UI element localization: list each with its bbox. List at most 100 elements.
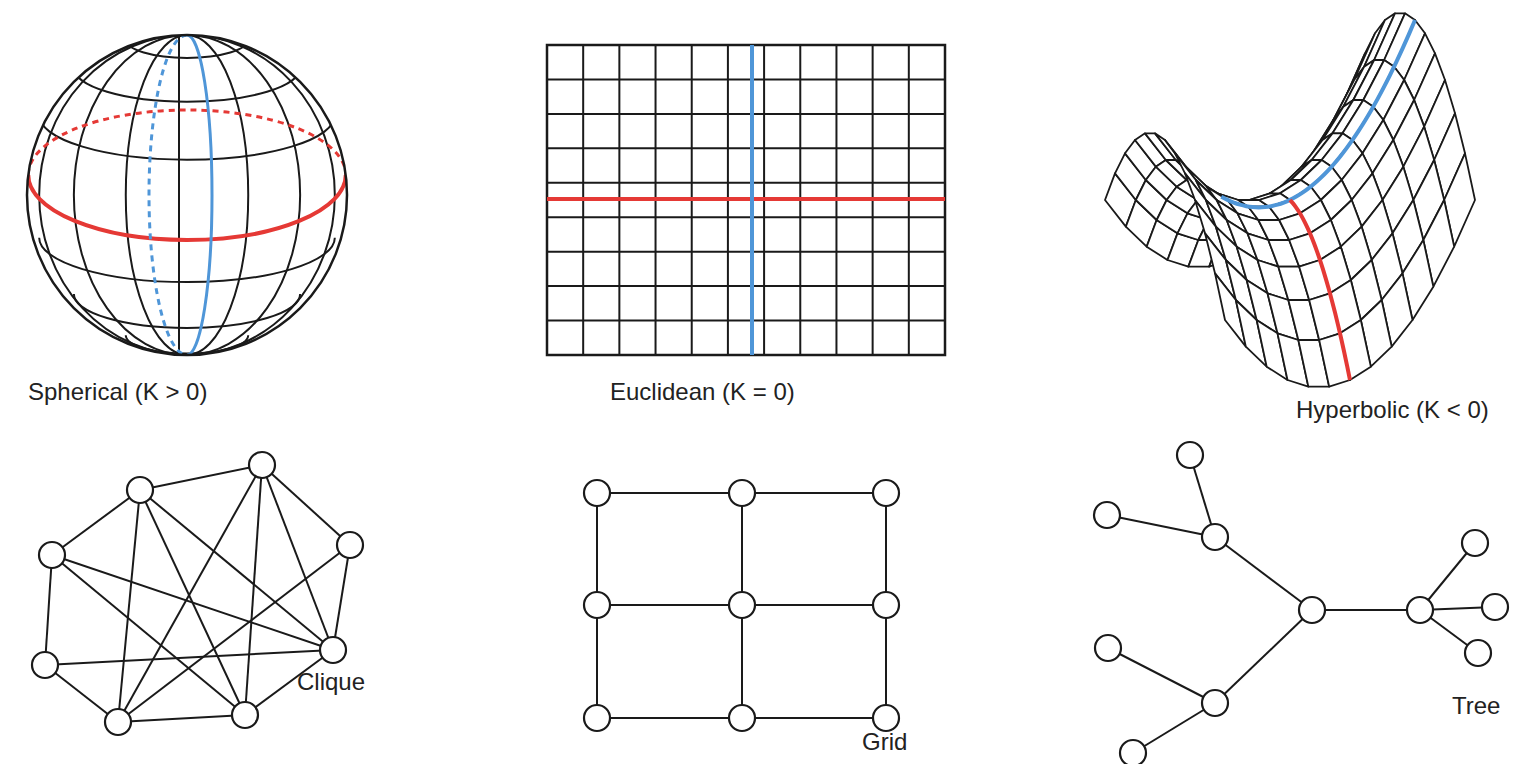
graph-edge — [1107, 515, 1215, 537]
grid-line — [547, 285, 945, 287]
graph-vertex — [873, 592, 899, 618]
graph-edge — [262, 465, 350, 545]
graph-edge — [1215, 610, 1312, 703]
equator-front — [28, 175, 345, 240]
graph-vertex — [873, 705, 899, 731]
graph-vertex — [32, 652, 58, 678]
graph-edge — [1215, 537, 1312, 610]
sphere-mesh — [28, 35, 345, 355]
geodesic-line — [1221, 20, 1415, 207]
graph-edge — [333, 545, 350, 650]
graph-edge — [118, 465, 262, 722]
latitude-line — [39, 115, 335, 159]
graph-vertex — [1202, 690, 1228, 716]
graph-vertex — [1465, 640, 1491, 666]
graph-edge — [45, 555, 52, 665]
graph-vertex — [729, 592, 755, 618]
graph-edge — [742, 492, 886, 494]
figure-caption: Grid — [862, 728, 907, 757]
meridian-line — [178, 35, 180, 355]
figure-caption: Euclidean (K = 0) — [610, 378, 795, 407]
grid-line — [547, 113, 945, 115]
figure-caption: Clique — [297, 668, 365, 697]
saddle-figure — [1105, 13, 1475, 386]
meridian-line — [74, 35, 300, 355]
graph-edge — [262, 465, 333, 650]
grid-graph — [584, 480, 899, 731]
latitude-line — [74, 68, 300, 102]
graph-vertex — [320, 637, 346, 663]
graph-vertex — [39, 542, 65, 568]
graph-vertex — [1177, 442, 1203, 468]
graph-edge — [885, 493, 887, 605]
grid-line — [547, 78, 945, 80]
graph-vertex — [584, 592, 610, 618]
graph-vertex — [1202, 524, 1228, 550]
graph-edge — [52, 490, 140, 555]
graph-vertex — [1120, 740, 1146, 764]
graph-vertex — [1462, 530, 1488, 556]
figure-caption: Tree — [1452, 692, 1500, 721]
graph-edge — [597, 717, 742, 719]
graph-edge — [741, 605, 743, 718]
graph-edge — [596, 493, 598, 605]
graph-vertex — [337, 532, 363, 558]
graph-edge — [1312, 609, 1420, 611]
graph-vertex — [232, 702, 258, 728]
meridian-line — [126, 35, 248, 355]
geodesic-front — [187, 35, 212, 355]
graph-vertex — [249, 452, 275, 478]
euclidean-figure — [547, 45, 945, 355]
meridian-line — [39, 35, 335, 355]
graph-edge — [52, 555, 245, 715]
graph-edge — [140, 465, 262, 490]
geodesic-back — [149, 35, 187, 355]
grid-line — [547, 182, 945, 184]
graph-edge — [741, 493, 743, 605]
graph-edge — [742, 604, 886, 606]
graph-edge — [1108, 648, 1215, 703]
graph-edge — [140, 490, 333, 650]
grid-line — [547, 251, 945, 253]
tree-graph — [1094, 442, 1508, 764]
graph-edge — [885, 605, 887, 718]
graph-edge — [742, 717, 886, 719]
graph-vertex — [584, 705, 610, 731]
figure-caption: Spherical (K > 0) — [28, 378, 207, 407]
equator-back — [28, 110, 345, 175]
graph-edge — [1133, 703, 1215, 753]
grid-outline — [547, 45, 945, 355]
figure-caption: Hyperbolic (K < 0) — [1296, 396, 1489, 425]
graph-vertex — [584, 480, 610, 506]
latitude-line — [126, 335, 248, 353]
latitude-line — [126, 40, 248, 58]
graph-edge — [596, 605, 598, 718]
graph-edge — [118, 545, 350, 722]
graph-edge — [118, 715, 245, 722]
latitude-line — [39, 238, 335, 282]
graph-edge — [245, 465, 262, 715]
graph-edge — [45, 650, 333, 665]
graph-vertex — [1094, 502, 1120, 528]
graph-vertex — [729, 480, 755, 506]
graph-vertex — [127, 477, 153, 503]
grid-line — [547, 320, 945, 322]
graph-vertex — [1482, 594, 1508, 620]
sphere-figure — [27, 35, 347, 355]
geodesic-line — [1290, 200, 1350, 380]
graph-vertex — [1299, 597, 1325, 623]
sphere-outline — [27, 35, 347, 355]
geodesic-line — [547, 197, 945, 201]
graph-vertex — [729, 705, 755, 731]
graph-vertex — [1407, 597, 1433, 623]
latitude-line — [74, 294, 300, 328]
graph-vertex — [105, 709, 131, 735]
grid-line — [547, 147, 945, 149]
geodesic-line — [750, 45, 754, 355]
grid-line — [547, 216, 945, 218]
graph-edge — [52, 555, 333, 650]
graph-edge — [597, 492, 742, 494]
graph-edge — [597, 604, 742, 606]
graph-vertex — [873, 480, 899, 506]
